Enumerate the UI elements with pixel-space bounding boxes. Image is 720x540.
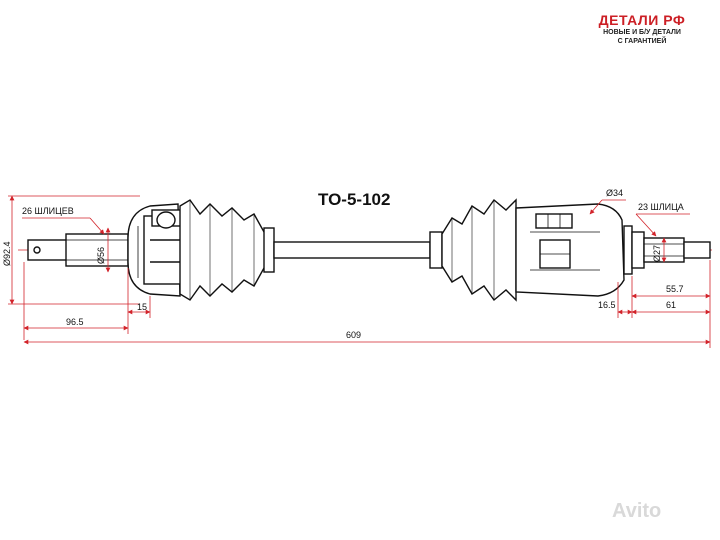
dim-d92-4: Ø92.4 (2, 241, 12, 266)
dim-d56: Ø56 (96, 246, 106, 264)
dim-d27: Ø27 (652, 244, 662, 262)
dim-left-splines: 26 ШЛИЦЕВ (22, 206, 74, 216)
dim-d34: Ø34 (606, 188, 624, 198)
left-stub-shaft (27, 233, 129, 267)
dimension-lines (8, 195, 711, 348)
dim-right-splines: 23 ШЛИЦА (638, 202, 684, 212)
dim-16-5: 16.5 (598, 300, 616, 310)
intermediate-shaft (273, 241, 431, 259)
logo-tagline-2: С ГАРАНТИЕЙ (617, 38, 667, 45)
brand-logo: ДЕТАЛИ РФ НОВЫЕ И Б/У ДЕТАЛИ С ГАРАНТИЕЙ (582, 12, 702, 46)
logo-tagline-1: НОВЫЕ И Б/У ДЕТАЛИ (603, 29, 681, 36)
dim-609: 609 (346, 330, 362, 340)
part-number: TO-5-102 (318, 190, 391, 209)
dim-61: 61 (666, 300, 677, 310)
dim-15: 15 (137, 302, 148, 312)
right-boot (429, 198, 517, 302)
left-boot (179, 199, 275, 301)
logo-title: ДЕТАЛИ РФ (598, 12, 686, 28)
avito-watermark: Avito (612, 500, 662, 522)
left-cv-housing (127, 203, 185, 297)
right-stub-shaft (623, 225, 711, 275)
dim-96-5: 96.5 (66, 317, 84, 327)
right-cv-housing (515, 203, 625, 297)
dim-55-7: 55.7 (666, 284, 684, 294)
